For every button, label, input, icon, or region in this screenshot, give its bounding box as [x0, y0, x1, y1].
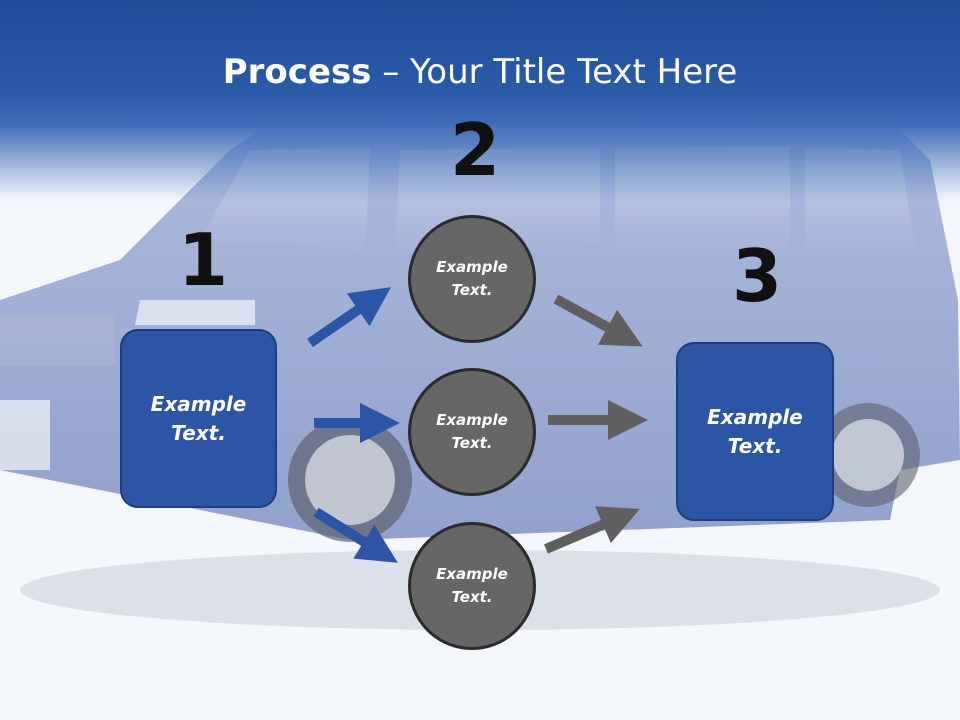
header-band [0, 0, 960, 200]
slide-title: Process – Your Title Text Here [0, 52, 960, 92]
arrow-bottom-to-3 [544, 506, 640, 554]
step-2-circle-bottom: Example Text. [408, 522, 536, 650]
step-number-2: 2 [450, 108, 501, 192]
arrow-1-to-bottom [313, 507, 398, 563]
title-bold: Process [222, 52, 372, 92]
circle-top-label: Example Text. [436, 258, 508, 299]
step-1-label: Example Text. [150, 391, 247, 445]
circle-bottom-label: Example Text. [436, 565, 508, 606]
step-2-circle-middle: Example Text. [408, 368, 536, 496]
step-2-circle-top: Example Text. [408, 215, 536, 343]
arrow-1-to-top [307, 287, 392, 348]
arrow-top-to-3 [553, 294, 643, 347]
step-number-1: 1 [178, 218, 229, 302]
circle-middle-label: Example Text. [436, 411, 508, 452]
step-1-box: Example Text. [120, 329, 277, 508]
step-3-box: Example Text. [676, 342, 834, 521]
step-number-3: 3 [732, 234, 783, 318]
title-rest: – Your Title Text Here [371, 52, 738, 92]
step-3-label: Example Text. [707, 404, 803, 458]
